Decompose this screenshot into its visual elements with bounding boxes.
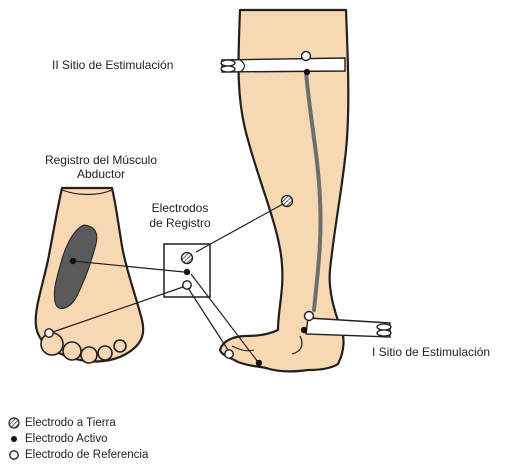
reference-electrode-foot: [45, 329, 53, 337]
stimulator-i: [306, 318, 391, 337]
hollow-circle-icon: [8, 449, 20, 461]
electrodes-label-line1: Electrodos: [130, 201, 230, 216]
reference-electrode-box: [183, 281, 191, 289]
site2-label: II Sitio de Estimulación: [52, 58, 173, 72]
site1-label: I Sitio de Estimulación: [372, 345, 490, 359]
electrodes-label: Electrodos de Registro: [130, 201, 230, 231]
active-electrode-ankle: [256, 360, 262, 366]
stim-i-cathode: [301, 327, 307, 333]
legend-label-active: Electrodo Activo: [25, 432, 107, 446]
ground-electrode-leg: [282, 196, 293, 207]
abductor-label-line2: Abductor: [36, 167, 166, 181]
ground-electrode-box: [182, 253, 193, 264]
electrodes-label-line2: de Registro: [130, 216, 230, 231]
legend-label-ground: Electrodo a Tierra: [25, 416, 116, 430]
stim-ii-anode: [302, 52, 311, 61]
stim-ii-cathode: [304, 69, 310, 75]
active-electrode-box: [184, 269, 190, 275]
abductor-label-line1: Registro del Músculo: [36, 153, 166, 167]
hatched-circle-icon: [8, 417, 20, 429]
filled-dot-icon: [8, 433, 20, 445]
stim-i-anode: [305, 312, 314, 321]
active-electrode-foot: [70, 258, 76, 264]
legend-label-reference: Electrodo de Referencia: [25, 448, 148, 462]
abductor-label: Registro del Músculo Abductor: [36, 153, 166, 181]
reference-electrode-toe: [225, 350, 233, 358]
stimulator-ii: [221, 58, 345, 72]
